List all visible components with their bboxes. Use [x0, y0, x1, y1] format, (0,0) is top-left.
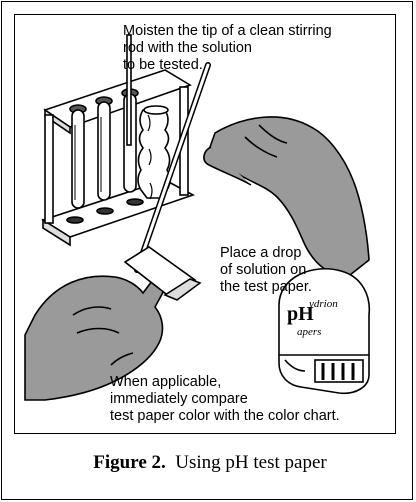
figure-title: Using pH test paper: [175, 452, 326, 473]
step-drop-text: Place a drop of solution on the test pap…: [220, 245, 312, 296]
illustration: pH ydrion apers: [15, 15, 396, 434]
figure-number: Figure 2.: [93, 452, 165, 473]
step-moisten-text: Moisten the tip of a clean stirring rod …: [123, 23, 332, 74]
figure-caption: Figure 2. Using pH test paper: [2, 452, 416, 474]
brand-ydrion: ydrion: [308, 298, 338, 310]
illustration-panel: pH ydrion apers Moisten the tip of a cle…: [14, 14, 396, 434]
step-compare-text: When applicable, immediately compare tes…: [110, 374, 340, 425]
brand-apers: apers: [297, 326, 321, 338]
